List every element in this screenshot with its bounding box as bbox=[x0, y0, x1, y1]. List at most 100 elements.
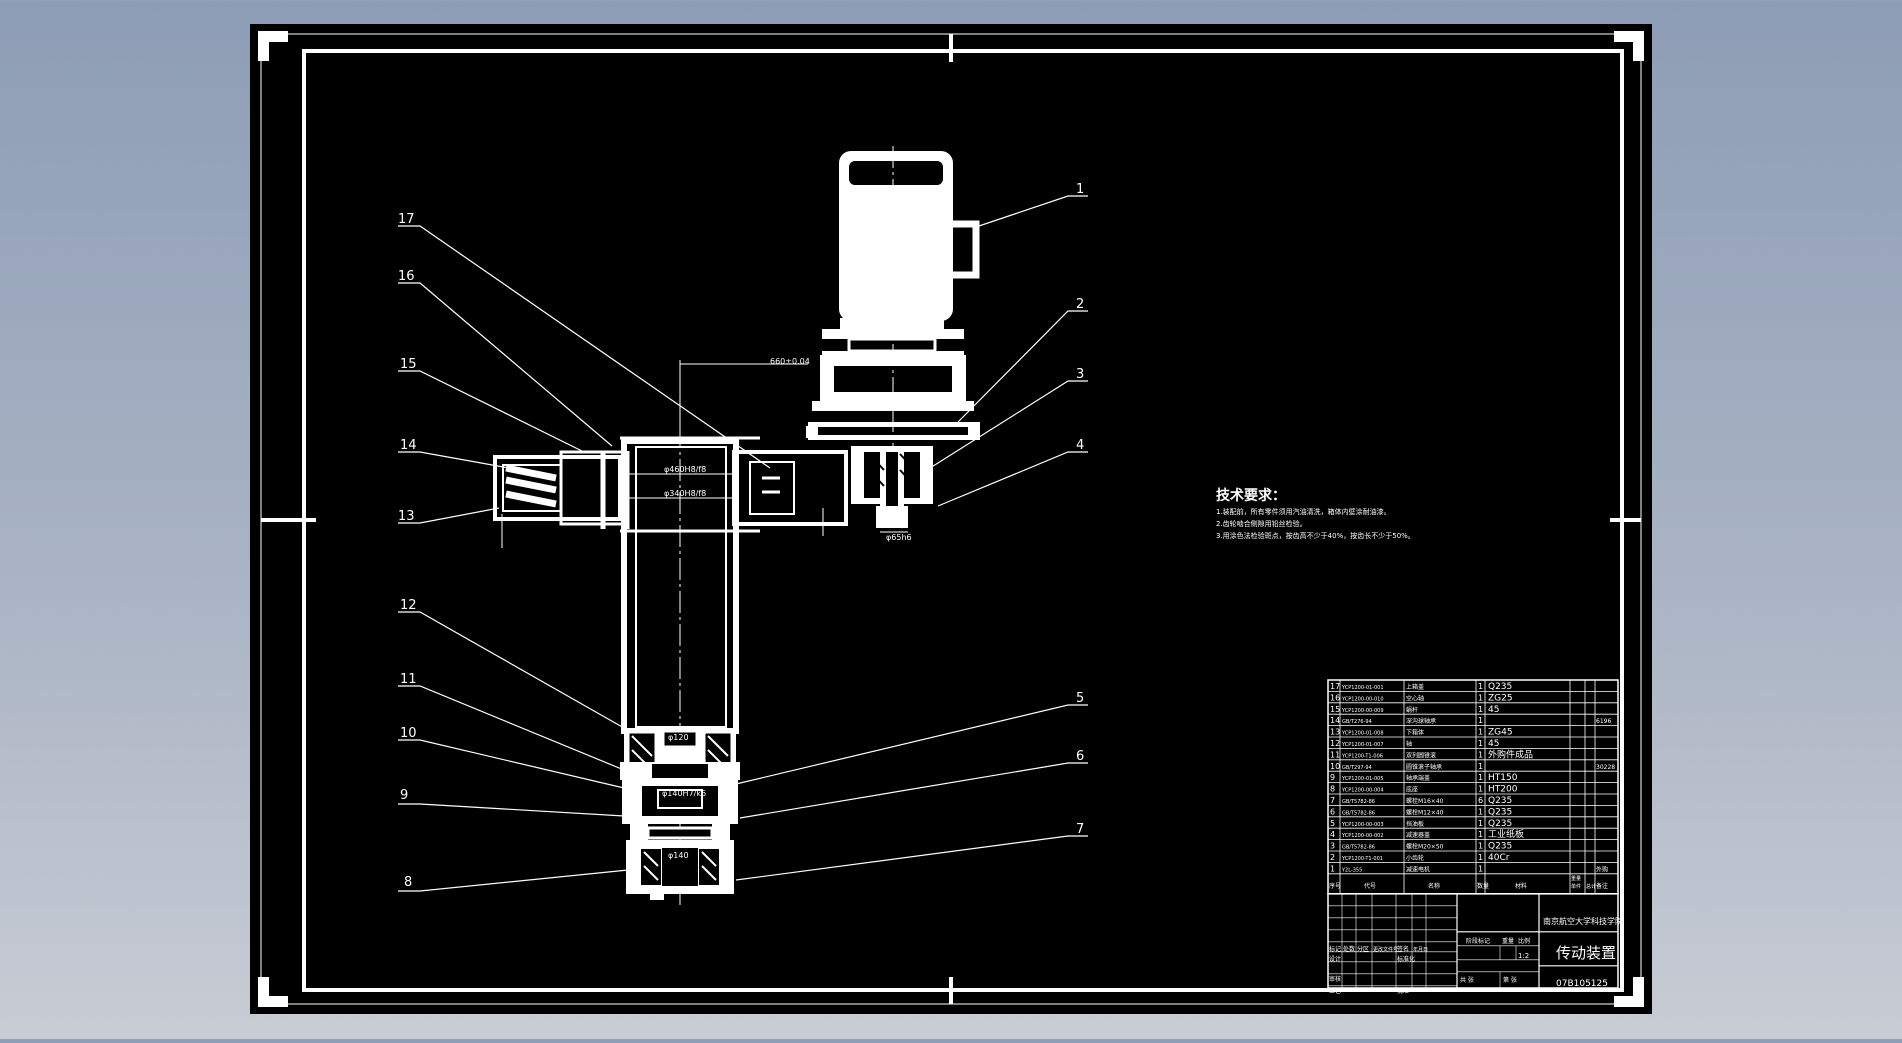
parts-row-material: Q235 bbox=[1488, 682, 1512, 692]
parts-row-qty: 1 bbox=[1478, 830, 1483, 839]
technical-requirements: 技术要求： 1.装配前，所有零件须用汽油清洗，箱体内壁涂耐油漆。 2.齿轮啮合侧… bbox=[1216, 487, 1415, 540]
dim-140a: φ140H7/k6 bbox=[662, 789, 706, 798]
balloon-7: 7 bbox=[1076, 822, 1084, 837]
title-block: 标记处数分区更改文件号签名年月日设计标准化审核工艺批准阶段标记重量比例1:2共 … bbox=[1327, 893, 1623, 995]
balloon-11: 11 bbox=[400, 672, 417, 687]
tb-signature: 签名 bbox=[1397, 945, 1409, 953]
parts-row-qty: 1 bbox=[1478, 773, 1483, 782]
tb-scale-value: 1:2 bbox=[1518, 952, 1529, 960]
dim-140b: φ140 bbox=[668, 851, 689, 860]
bearing-section[interactable] bbox=[620, 728, 740, 900]
parts-row-note: 6196 bbox=[1596, 718, 1611, 725]
parts-row-no: 11 bbox=[1330, 750, 1340, 759]
parts-row-material: 外购件成品 bbox=[1488, 748, 1533, 760]
parts-row-material: Q235 bbox=[1488, 819, 1512, 829]
balloon-3: 3 bbox=[1076, 367, 1084, 382]
tb-institution: 南京航空大学科技学院 bbox=[1543, 916, 1623, 926]
parts-row-qty: 1 bbox=[1478, 807, 1483, 816]
parts-row-no: 10 bbox=[1330, 762, 1340, 771]
balloon-4: 4 bbox=[1076, 438, 1084, 453]
balloon-17: 17 bbox=[398, 212, 415, 227]
balloon-16: 16 bbox=[398, 269, 415, 284]
parts-row-no: 4 bbox=[1330, 830, 1335, 839]
parts-row-name: 螺栓M12×40 bbox=[1406, 808, 1444, 816]
parts-row-qty: 1 bbox=[1478, 750, 1483, 759]
parts-row-code: YCP1200-T1-006 bbox=[1341, 753, 1383, 759]
parts-row-code: YCP1200-00-003 bbox=[1341, 822, 1384, 828]
tb-zone: 分区 bbox=[1357, 945, 1369, 953]
parts-row-name: 小齿轮 bbox=[1406, 854, 1424, 862]
tb-reviewer: 审核 bbox=[1329, 975, 1341, 983]
parts-header-qty: 数量 bbox=[1477, 882, 1489, 890]
parts-row-material: Q235 bbox=[1488, 842, 1512, 852]
tb-stage: 阶段标记 bbox=[1466, 937, 1490, 945]
parts-row-code: YCP1200-00-004 bbox=[1341, 788, 1384, 794]
parts-row-qty: 1 bbox=[1478, 716, 1483, 725]
parts-header-mass: 重量 bbox=[1571, 875, 1581, 882]
tb-weight-label: 重量 bbox=[1502, 937, 1514, 945]
parts-header-material: 材料 bbox=[1515, 882, 1527, 890]
parts-row-qty: 1 bbox=[1478, 853, 1483, 862]
dim-120: φ120 bbox=[668, 733, 689, 742]
parts-row-name: 空心轴 bbox=[1406, 694, 1424, 702]
dim-460: φ460H8/f8 bbox=[664, 465, 706, 474]
tech-req-heading: 技术要求： bbox=[1216, 487, 1286, 504]
parts-row-code: YCP1200-00-002 bbox=[1341, 833, 1384, 839]
balloon-numbers: 1 2 3 4 5 6 7 8 9 10 11 12 13 14 15 16 1… bbox=[398, 182, 1084, 890]
dim-660: 660±0.04 bbox=[770, 357, 810, 366]
tb-approve: 批准 bbox=[1397, 987, 1409, 995]
parts-row-qty: 1 bbox=[1478, 762, 1483, 771]
balloon-5: 5 bbox=[1076, 691, 1084, 706]
parts-row-name: 深沟球轴承 bbox=[1406, 717, 1436, 725]
parts-row-name: 轴 bbox=[1406, 740, 1412, 748]
parts-row-no: 15 bbox=[1330, 705, 1340, 714]
tb-mark: 标记 bbox=[1329, 945, 1341, 953]
parts-row-no: 3 bbox=[1330, 842, 1335, 851]
tech-req-item-1: 1.装配前，所有零件须用汽油清洗，箱体内壁涂耐油漆。 bbox=[1216, 507, 1391, 516]
balloon-1: 1 bbox=[1076, 182, 1084, 197]
parts-header-name: 名称 bbox=[1428, 882, 1440, 890]
parts-row-no: 8 bbox=[1330, 785, 1335, 794]
parts-row-qty: 1 bbox=[1478, 785, 1483, 794]
parts-header-no: 序号 bbox=[1329, 882, 1341, 890]
parts-row-name: 螺栓M16×40 bbox=[1406, 797, 1444, 805]
tb-change-doc: 更改文件号 bbox=[1373, 946, 1398, 953]
title-block-frame bbox=[1327, 893, 1619, 989]
parts-row-name: 轴承端盖 bbox=[1406, 774, 1430, 782]
tb-sheet-no: 第 张 bbox=[1503, 976, 1517, 984]
parts-row-note: 外购 bbox=[1596, 865, 1608, 873]
pinion-housing[interactable] bbox=[851, 446, 933, 528]
parts-row-name: 圆锥滚子轴承 bbox=[1406, 763, 1442, 771]
parts-row-no: 14 bbox=[1330, 716, 1340, 725]
parts-row-qty: 6 bbox=[1478, 796, 1483, 805]
tb-count: 处数 bbox=[1343, 945, 1355, 953]
parts-row-material: HT150 bbox=[1488, 773, 1518, 783]
parts-row-code: GB/T276-94 bbox=[1342, 719, 1372, 725]
tech-req-item-2: 2.齿轮啮合侧隙用铅丝检验。 bbox=[1216, 519, 1307, 528]
parts-row-qty: 1 bbox=[1478, 864, 1483, 873]
balloon-10: 10 bbox=[400, 726, 417, 741]
parts-row-qty: 1 bbox=[1478, 739, 1483, 748]
parts-row-no: 1 bbox=[1330, 864, 1335, 873]
parts-header-unit: 单件 bbox=[1571, 883, 1581, 890]
parts-row-name: 底座 bbox=[1406, 786, 1418, 794]
parts-row-name: 螺栓M20×50 bbox=[1406, 843, 1444, 851]
dimensions: 660±0.04 φ460H8/f8 φ340H8/f8 φ65h6 φ120 … bbox=[624, 357, 912, 860]
balloon-15: 15 bbox=[400, 357, 417, 372]
parts-row-no: 7 bbox=[1330, 796, 1335, 805]
parts-row-material: ZG25 bbox=[1488, 693, 1513, 703]
parts-row-no: 5 bbox=[1330, 819, 1335, 828]
tb-scale-label: 比例 bbox=[1518, 937, 1530, 945]
parts-header-note: 备注 bbox=[1596, 882, 1608, 890]
dim-250: φ250H8/f8 bbox=[664, 755, 706, 764]
parts-row-code: GB/T297-94 bbox=[1342, 765, 1372, 771]
parts-row-no: 17 bbox=[1330, 682, 1340, 691]
parts-header-code: 代号 bbox=[1364, 882, 1376, 890]
parts-row-code: Y2L-355 bbox=[1341, 867, 1362, 873]
sheet-border bbox=[258, 31, 1644, 1007]
parts-row-no: 12 bbox=[1330, 739, 1340, 748]
parts-row-code: YCP1200-01-007 bbox=[1341, 742, 1384, 748]
parts-row-name: 蜗杆 bbox=[1406, 706, 1418, 714]
